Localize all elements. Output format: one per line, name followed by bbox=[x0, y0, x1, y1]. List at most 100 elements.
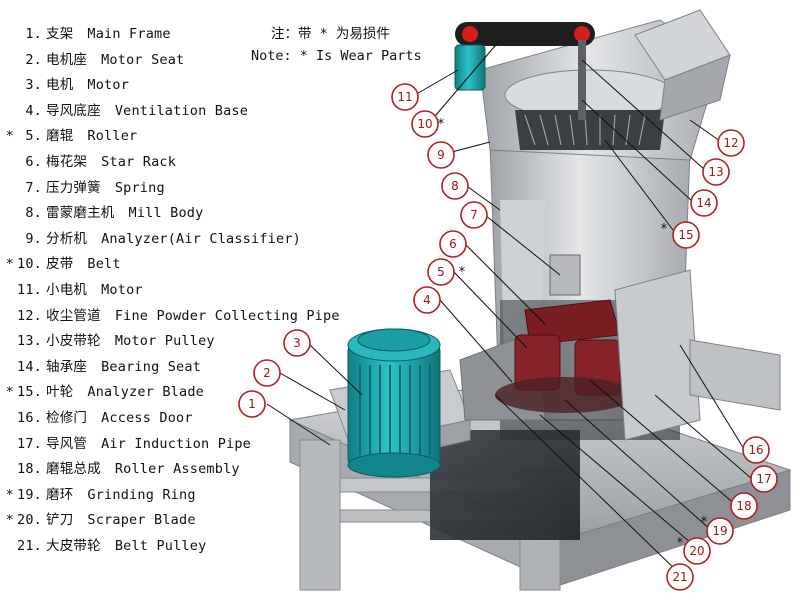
callout-6: 6 bbox=[439, 230, 467, 258]
callout-label-16: 16 bbox=[748, 443, 763, 457]
legend-number: 9. bbox=[25, 230, 42, 247]
legend-number: 4. bbox=[25, 102, 42, 119]
legend-number: 11. bbox=[17, 282, 42, 298]
callout-label-12: 12 bbox=[723, 136, 738, 150]
callout-label-5: 5 bbox=[437, 265, 445, 279]
callout-label-18: 18 bbox=[736, 499, 751, 513]
analyzer-housing bbox=[479, 19, 721, 161]
legend-name-zh: 导风管 bbox=[46, 435, 88, 452]
legend-name-en: Analyzer Blade bbox=[87, 384, 204, 401]
callout-label-20: 20 bbox=[689, 544, 704, 558]
callout-label-11: 11 bbox=[397, 90, 412, 104]
legend-name-en: Belt Pulley bbox=[114, 538, 207, 554]
legend-name-en: Roller Assembly bbox=[114, 461, 240, 478]
legend-name-zh: 梅花架 bbox=[46, 154, 88, 170]
callout-14: 14 bbox=[690, 189, 718, 217]
legend-name-en: Access Door bbox=[101, 410, 193, 426]
callout-19: 19 bbox=[706, 517, 734, 545]
belt-drive bbox=[454, 22, 595, 120]
legend-name-zh: 铲刀 bbox=[46, 512, 74, 529]
legend-item: 14.轴承座 Bearing Seat bbox=[0, 355, 201, 375]
wear-marker: * bbox=[5, 384, 14, 401]
legend-number: 14. bbox=[17, 358, 42, 375]
callout-10: 10 bbox=[411, 110, 439, 138]
legend-name-en: Analyzer(Air Classifier) bbox=[101, 230, 301, 247]
roller-assembly bbox=[495, 254, 635, 413]
legend-name-zh: 收尘管道 bbox=[46, 307, 101, 324]
legend-name-zh: 检修门 bbox=[46, 410, 88, 426]
legend-name-en: Star Rack bbox=[101, 154, 177, 170]
callout-label-4: 4 bbox=[423, 293, 431, 307]
callout-label-15: 15 bbox=[678, 228, 693, 242]
wear-star-5: * bbox=[458, 265, 466, 280]
callout-label-3: 3 bbox=[293, 336, 301, 350]
callout-label-7: 7 bbox=[470, 208, 478, 222]
legend-name-zh: 磨环 bbox=[46, 486, 74, 503]
legend-name-en: Motor bbox=[101, 282, 143, 298]
legend-name-zh: 大皮带轮 bbox=[46, 538, 101, 554]
legend-name-zh: 支架 bbox=[46, 26, 74, 42]
legend-name-zh: 小皮带轮 bbox=[46, 333, 101, 350]
callout-label-1: 1 bbox=[248, 397, 256, 411]
legend-number: 10. bbox=[17, 256, 42, 273]
collecting-pipe bbox=[634, 9, 731, 121]
callout-11: 11 bbox=[391, 83, 419, 111]
legend-name-en: Roller bbox=[87, 128, 138, 145]
legend-name-zh: 雷蒙磨主机 bbox=[46, 205, 115, 222]
legend-name-en: Belt bbox=[87, 256, 121, 273]
legend-name-en: Mill Body bbox=[128, 205, 204, 222]
legend-name-zh: 叶轮 bbox=[46, 384, 74, 401]
legend-number: 20. bbox=[17, 512, 42, 529]
callout-label-17: 17 bbox=[756, 472, 771, 486]
legend-number: 21. bbox=[17, 538, 42, 554]
callout-20: 20 bbox=[683, 537, 711, 565]
wear-marker: * bbox=[5, 256, 14, 273]
legend-name-en: Motor Pulley bbox=[114, 333, 215, 350]
legend-name-en: Air Induction Pipe bbox=[101, 435, 252, 452]
access-door bbox=[614, 269, 781, 441]
legend-number: 15. bbox=[17, 384, 42, 401]
wear-star-19: * bbox=[700, 515, 708, 530]
wear-markers: * * * * * bbox=[437, 117, 708, 551]
legend-name-en: Fine Powder Collecting Pipe bbox=[114, 307, 340, 324]
callout-5: 5 bbox=[427, 258, 455, 286]
legend-number: 12. bbox=[17, 307, 42, 324]
wear-star-10: * bbox=[437, 117, 445, 132]
legend-name-zh: 轴承座 bbox=[46, 358, 88, 375]
legend-name-zh: 电机 bbox=[46, 77, 74, 94]
legend-number: 19. bbox=[17, 486, 42, 503]
wear-marker: * bbox=[5, 512, 14, 529]
legend-number: 2. bbox=[25, 51, 42, 68]
legend-name-zh: 磨辊总成 bbox=[46, 461, 101, 478]
legend-item: 6.梅花架 Star Rack bbox=[0, 150, 176, 170]
legend-name-en: Main Frame bbox=[87, 26, 171, 42]
leader-lines bbox=[266, 39, 753, 575]
legend-name-zh: 导风底座 bbox=[46, 102, 101, 119]
legend-number: 6. bbox=[25, 154, 42, 170]
callout-label-14: 14 bbox=[696, 196, 711, 210]
wear-marker: * bbox=[5, 486, 14, 503]
legend-name-zh: 压力弹簧 bbox=[46, 179, 101, 196]
legend-name-zh: 电机座 bbox=[46, 51, 88, 68]
callout-label-19: 19 bbox=[712, 524, 727, 538]
legend-name-en: Grinding Ring bbox=[87, 486, 196, 503]
legend-number: 5. bbox=[25, 128, 42, 145]
legend-number: 3. bbox=[25, 77, 42, 94]
legend-item: *19.磨环 Grinding Ring bbox=[0, 483, 196, 503]
legend-number: 13. bbox=[17, 333, 42, 350]
callout-label-21: 21 bbox=[672, 570, 687, 584]
legend-item: *15.叶轮 Analyzer Blade bbox=[0, 380, 204, 400]
callout-label-9: 9 bbox=[437, 148, 445, 162]
legend-name-en: Bearing Seat bbox=[101, 358, 202, 375]
callout-2: 2 bbox=[253, 359, 281, 387]
motor bbox=[347, 328, 441, 478]
